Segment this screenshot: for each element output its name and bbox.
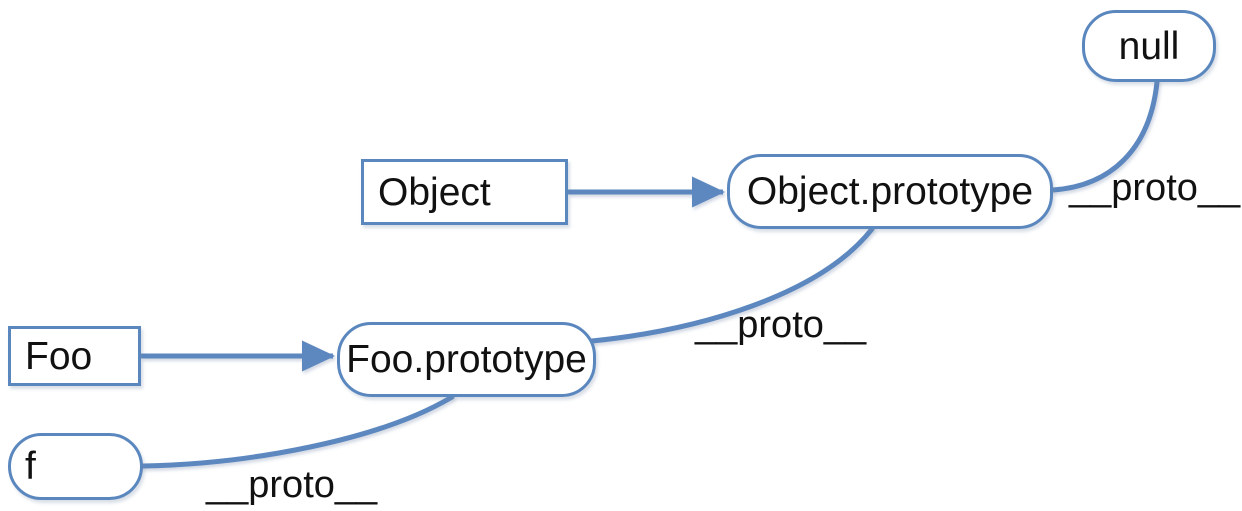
node-object-prototype[interactable]: Object.prototype bbox=[727, 154, 1053, 229]
node-foo-prototype-label: Foo.prototype bbox=[346, 338, 587, 381]
node-object[interactable]: Object bbox=[361, 159, 568, 225]
edge-label-proto-object-prototype: __proto__ bbox=[695, 304, 867, 346]
node-f-label: f bbox=[25, 445, 36, 488]
node-object-label: Object bbox=[378, 170, 491, 214]
node-foo-label: Foo bbox=[25, 334, 93, 378]
edge-label-proto-null: __proto__ bbox=[1069, 167, 1241, 209]
node-null[interactable]: null bbox=[1082, 10, 1216, 82]
node-foo[interactable]: Foo bbox=[8, 326, 141, 386]
edge-object-prototype-to-null bbox=[1050, 79, 1160, 193]
node-foo-prototype[interactable]: Foo.prototype bbox=[337, 322, 596, 397]
edge-foo-prototype-to-object-prototype bbox=[589, 226, 875, 344]
node-null-label: null bbox=[1118, 24, 1180, 68]
edge-label-proto-foo-prototype: __proto__ bbox=[206, 464, 378, 506]
edge-f-to-foo-prototype bbox=[140, 394, 455, 469]
node-object-prototype-label: Object.prototype bbox=[746, 170, 1034, 213]
node-f[interactable]: f bbox=[8, 433, 143, 500]
